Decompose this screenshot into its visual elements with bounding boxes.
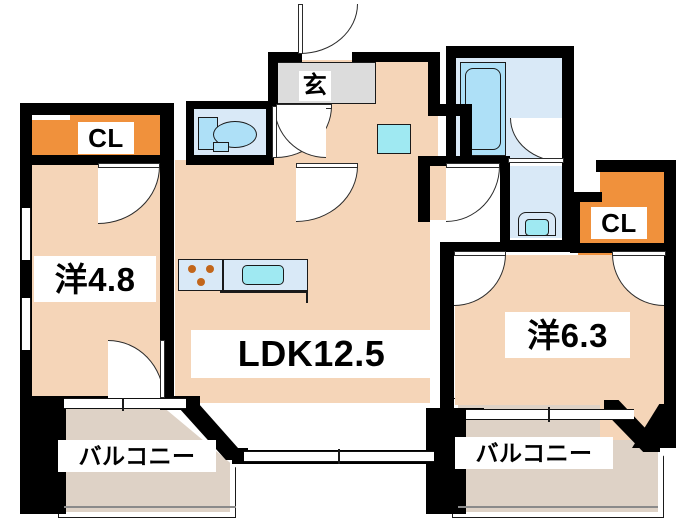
wall-exterior-top-left — [20, 103, 76, 115]
kitchen-front-edge — [220, 291, 308, 293]
kitchen-side-edge — [306, 291, 308, 303]
bedroom-left-label: 洋4.8 — [34, 256, 156, 302]
wall-bath-bottom — [446, 156, 510, 166]
shoe-box — [377, 124, 411, 154]
door-toilet-leaf[interactable] — [272, 106, 277, 158]
closet-left-label: CL — [78, 122, 134, 154]
window-marker-bedroom-right — [548, 407, 550, 422]
window-bedroom-left-lower — [21, 298, 31, 350]
bedroom-right-label: 洋6.3 — [505, 312, 630, 358]
wall-bath-top — [446, 46, 572, 58]
door-entrance-leaf[interactable] — [298, 4, 303, 54]
wall-closet-right-top — [596, 160, 676, 172]
stove-burner-1 — [188, 265, 196, 273]
wall-toilet-left — [186, 101, 194, 163]
closet-right-label: CL — [591, 207, 647, 239]
toilet-base — [213, 142, 229, 152]
wall-entrance-left — [268, 52, 278, 108]
balcony-right-rail — [458, 506, 658, 508]
kitchen-counter-divider — [222, 260, 224, 290]
closet-right-fill-upper — [600, 172, 666, 202]
door-bedroom-right-leaf[interactable] — [454, 251, 506, 256]
window-marker-balcony-left — [122, 396, 124, 411]
door-closet-left-leaf[interactable] — [98, 163, 160, 168]
window-marker-ldk — [338, 449, 340, 464]
stove-burner-2 — [206, 265, 214, 273]
wall-closet-right-bottom — [570, 243, 676, 253]
window-bedroom-left-upper — [21, 208, 31, 260]
wall-closet-right-left — [570, 192, 602, 202]
wall-hallway-right-lower — [460, 104, 472, 166]
balcony-left-label: バルコニー — [58, 440, 216, 472]
door-entrance-arc[interactable] — [300, 4, 358, 54]
wall-toilet-bottom — [186, 155, 274, 165]
door-washroom-arc[interactable] — [446, 166, 500, 222]
door-ldk-leaf[interactable] — [296, 163, 358, 168]
door-washroom-leaf[interactable] — [446, 163, 500, 168]
door-bedroom-left-leaf[interactable] — [160, 340, 165, 398]
stove-burner-3 — [197, 278, 205, 286]
washbasin-bowl — [525, 219, 549, 236]
door-bathroom-leaf[interactable] — [508, 158, 564, 163]
wall-bedroom-right-left — [440, 242, 454, 418]
wall-washroom-left — [500, 156, 510, 252]
wall-ldk-right-upper — [418, 156, 430, 222]
window-balcony-left-sliding — [64, 398, 186, 409]
entrance-label: 玄 — [299, 71, 331, 101]
balcony-left-rail — [64, 506, 236, 508]
wall-exterior-right — [664, 160, 676, 448]
door-closet-right-leaf[interactable] — [612, 251, 666, 256]
wall-closet-left-bottom — [20, 155, 174, 165]
ldk-label: LDK12.5 — [191, 330, 432, 378]
wall-bedroom-left-right — [160, 103, 174, 403]
kitchen-sink — [242, 265, 284, 285]
wall-bath-right — [562, 46, 574, 164]
wall-entrance-top — [268, 52, 302, 62]
wall-toilet-right — [266, 101, 274, 163]
wall-bath-left — [446, 46, 456, 164]
balcony-right-label: バルコニー — [455, 437, 613, 469]
window-bedroom-right-sliding — [466, 409, 634, 420]
wall-closet-right-left-v — [570, 192, 580, 250]
wall-closet-left-step — [64, 103, 174, 115]
wall-toilet-top — [186, 101, 274, 109]
wall-hallway-right — [428, 52, 440, 114]
wall-entrance-top-right — [352, 52, 440, 62]
wall-washroom-bottom — [500, 240, 574, 252]
